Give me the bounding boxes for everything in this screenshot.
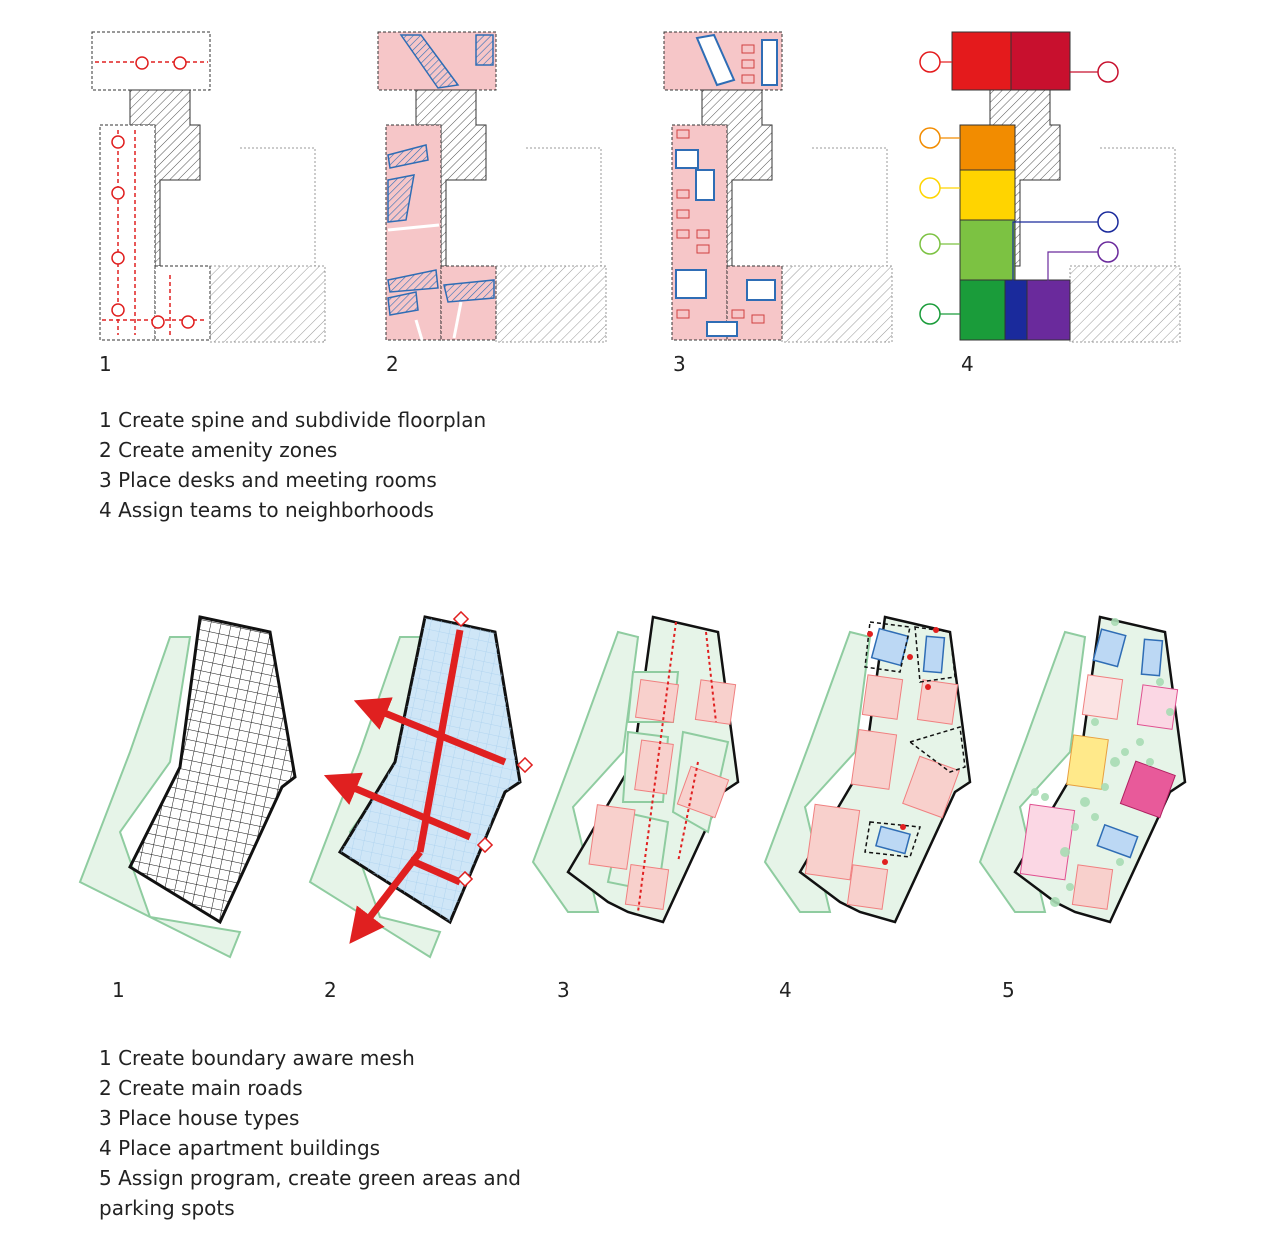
urban-step-3: 3 Place house types <box>99 1106 300 1130</box>
office-floorplan-3 <box>663 31 893 343</box>
urban-step-5: 5 Assign program, create green areas and <box>99 1166 521 1190</box>
urban-mesh <box>78 615 297 959</box>
urban-step-1: 1 Create boundary aware mesh <box>99 1046 415 1070</box>
urban-panel-1 <box>70 612 300 962</box>
office-step-2: 2 Create amenity zones <box>99 438 338 462</box>
urban-panel-5-number: 5 <box>1002 978 1015 1002</box>
urban-panel-5 <box>975 612 1205 932</box>
urban-panel-4-number: 4 <box>779 978 792 1002</box>
office-panel-3-number: 3 <box>673 352 686 376</box>
urban-roads <box>308 610 534 959</box>
urban-panel-2 <box>300 610 540 962</box>
office-panel-4 <box>918 30 1183 345</box>
office-floorplan-1 <box>91 31 326 343</box>
office-steps-caption: 1 Create spine and subdivide floorplan 2… <box>99 405 486 525</box>
urban-panel-1-number: 1 <box>112 978 125 1002</box>
office-floorplan-4 <box>919 31 1181 343</box>
office-panel-3 <box>662 30 893 345</box>
office-step-3: 3 Place desks and meeting rooms <box>99 468 437 492</box>
office-step-4: 4 Assign teams to neighborhoods <box>99 498 434 522</box>
urban-step-4: 4 Place apartment buildings <box>99 1136 381 1160</box>
urban-step-5-cont: parking spots <box>99 1196 235 1220</box>
urban-panel-3-number: 3 <box>557 978 570 1002</box>
urban-panel-4 <box>760 612 990 932</box>
urban-house-types <box>531 615 740 924</box>
urban-panel-3 <box>528 612 758 932</box>
urban-steps-caption: 1 Create boundary aware mesh 2 Create ma… <box>99 1043 521 1223</box>
office-panel-1-number: 1 <box>99 352 112 376</box>
office-floorplan-2 <box>377 31 607 343</box>
office-step-1: 1 Create spine and subdivide floorplan <box>99 408 487 432</box>
office-panel-4-number: 4 <box>961 352 974 376</box>
office-panel-2-number: 2 <box>386 352 399 376</box>
office-panel-2 <box>376 30 607 345</box>
urban-program <box>978 615 1187 924</box>
urban-step-2: 2 Create main roads <box>99 1076 303 1100</box>
urban-panel-2-number: 2 <box>324 978 337 1002</box>
urban-apartments <box>763 615 972 924</box>
office-panel-1 <box>90 30 326 345</box>
